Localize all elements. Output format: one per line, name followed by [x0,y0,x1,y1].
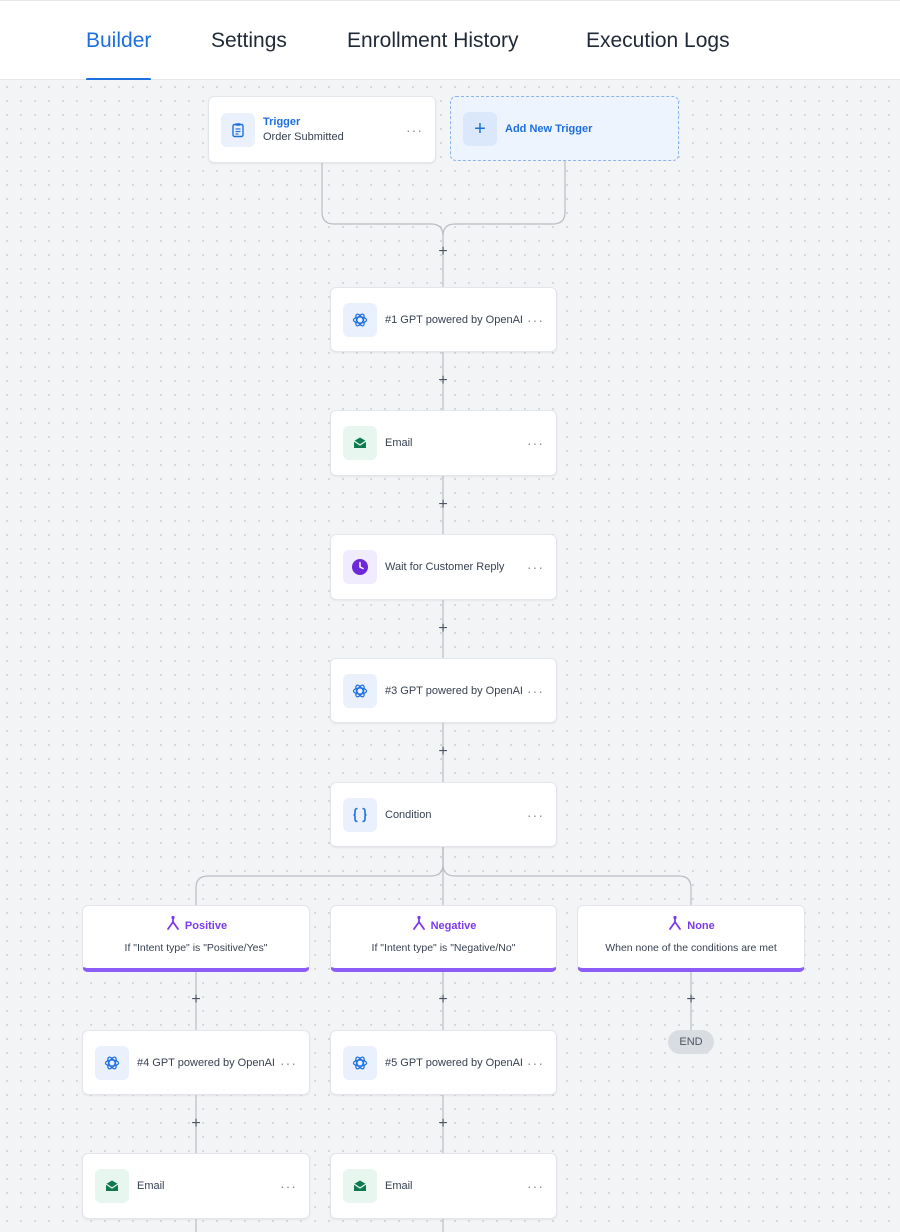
step-node-gpt-5[interactable]: #5 GPT powered by OpenAI ··· [330,1030,557,1095]
step-node-email[interactable]: Email ··· [82,1153,310,1219]
email-icon [343,1169,377,1203]
step-node-condition[interactable]: Condition ··· [330,782,557,847]
tab-execution-logs[interactable]: Execution Logs [586,29,730,81]
tab-enrollment-history[interactable]: Enrollment History [347,29,519,81]
add-step-button[interactable]: + [191,1115,201,1132]
active-tab-indicator [86,78,152,81]
step-label: Wait for Customer Reply [385,561,505,573]
branch-negative[interactable]: Negative If "Intent type" is "Negative/N… [330,905,557,972]
tab-builder-label: Builder [86,29,152,52]
trigger-node[interactable]: Trigger Order Submitted ··· [208,96,436,163]
branch-title: Positive [184,919,228,932]
braces-icon [343,797,377,832]
branch-description: If "Intent type" is "Positive/Yes" [124,942,268,954]
branch-title: None [687,919,715,932]
step-node-gpt-1[interactable]: #1 GPT powered by OpenAI ··· [330,287,557,352]
branch-positive[interactable]: Positive If "Intent type" is "Positive/Y… [82,905,310,972]
openai-icon [343,1045,377,1080]
tab-builder[interactable]: Builder [86,29,152,81]
branch-title: Negative [430,919,477,932]
email-icon [343,426,377,460]
tab-bar: Builder Settings Enrollment History Exec… [0,0,900,81]
more-options-icon[interactable]: ··· [280,1178,297,1194]
step-node-email[interactable]: Email ··· [330,1153,557,1219]
plus-icon: + [463,111,497,146]
clock-icon [343,550,377,584]
tab-settings[interactable]: Settings [211,29,287,81]
step-label: #4 GPT powered by OpenAI [137,1056,275,1069]
more-options-icon[interactable]: ··· [527,311,544,328]
more-options-icon[interactable]: ··· [527,435,544,451]
clipboard-icon [221,112,255,147]
more-options-icon[interactable]: ··· [406,121,423,138]
email-icon [95,1169,129,1203]
tab-enrollment-history-label: Enrollment History [347,29,519,52]
more-options-icon[interactable]: ··· [527,806,544,823]
step-label: Email [385,437,413,449]
openai-icon [343,302,377,337]
more-options-icon[interactable]: ··· [527,559,544,575]
step-label: #1 GPT powered by OpenAI [385,313,523,326]
more-options-icon[interactable]: ··· [527,682,544,699]
add-step-button[interactable]: + [438,372,448,389]
trigger-subtitle: Order Submitted [263,131,344,143]
add-new-trigger-button[interactable]: + Add New Trigger [450,96,679,161]
branch-icon [165,915,181,936]
step-node-email[interactable]: Email ··· [330,410,557,476]
step-label: Email [385,1180,413,1192]
add-step-button[interactable]: + [438,496,448,513]
add-step-button[interactable]: + [438,1115,448,1132]
step-node-wait[interactable]: Wait for Customer Reply ··· [330,534,557,600]
openai-icon [343,673,377,708]
add-step-button[interactable]: + [438,243,448,260]
openai-icon [95,1045,129,1080]
step-label: Condition [385,808,432,821]
add-step-button[interactable]: + [438,743,448,760]
add-step-button[interactable]: + [438,620,448,637]
add-step-button[interactable]: + [686,991,696,1008]
trigger-title: Trigger [263,116,301,128]
add-new-trigger-label: Add New Trigger [505,122,593,135]
branch-icon [411,915,427,936]
tab-execution-logs-label: Execution Logs [586,29,730,52]
branch-icon [667,915,683,936]
step-node-gpt-3[interactable]: #3 GPT powered by OpenAI ··· [330,658,557,723]
add-step-button[interactable]: + [191,991,201,1008]
branch-none[interactable]: None When none of the conditions are met [577,905,805,972]
add-step-button[interactable]: + [438,991,448,1008]
more-options-icon[interactable]: ··· [527,1054,544,1071]
more-options-icon[interactable]: ··· [280,1054,297,1071]
step-label: Email [137,1180,165,1192]
step-label: #5 GPT powered by OpenAI [385,1056,523,1069]
tab-settings-label: Settings [211,29,287,52]
end-marker: END [668,1030,714,1054]
branch-description: If "Intent type" is "Negative/No" [371,942,516,954]
branch-description: When none of the conditions are met [605,942,777,954]
step-node-gpt-4[interactable]: #4 GPT powered by OpenAI ··· [82,1030,310,1095]
step-label: #3 GPT powered by OpenAI [385,684,523,697]
more-options-icon[interactable]: ··· [527,1178,544,1194]
